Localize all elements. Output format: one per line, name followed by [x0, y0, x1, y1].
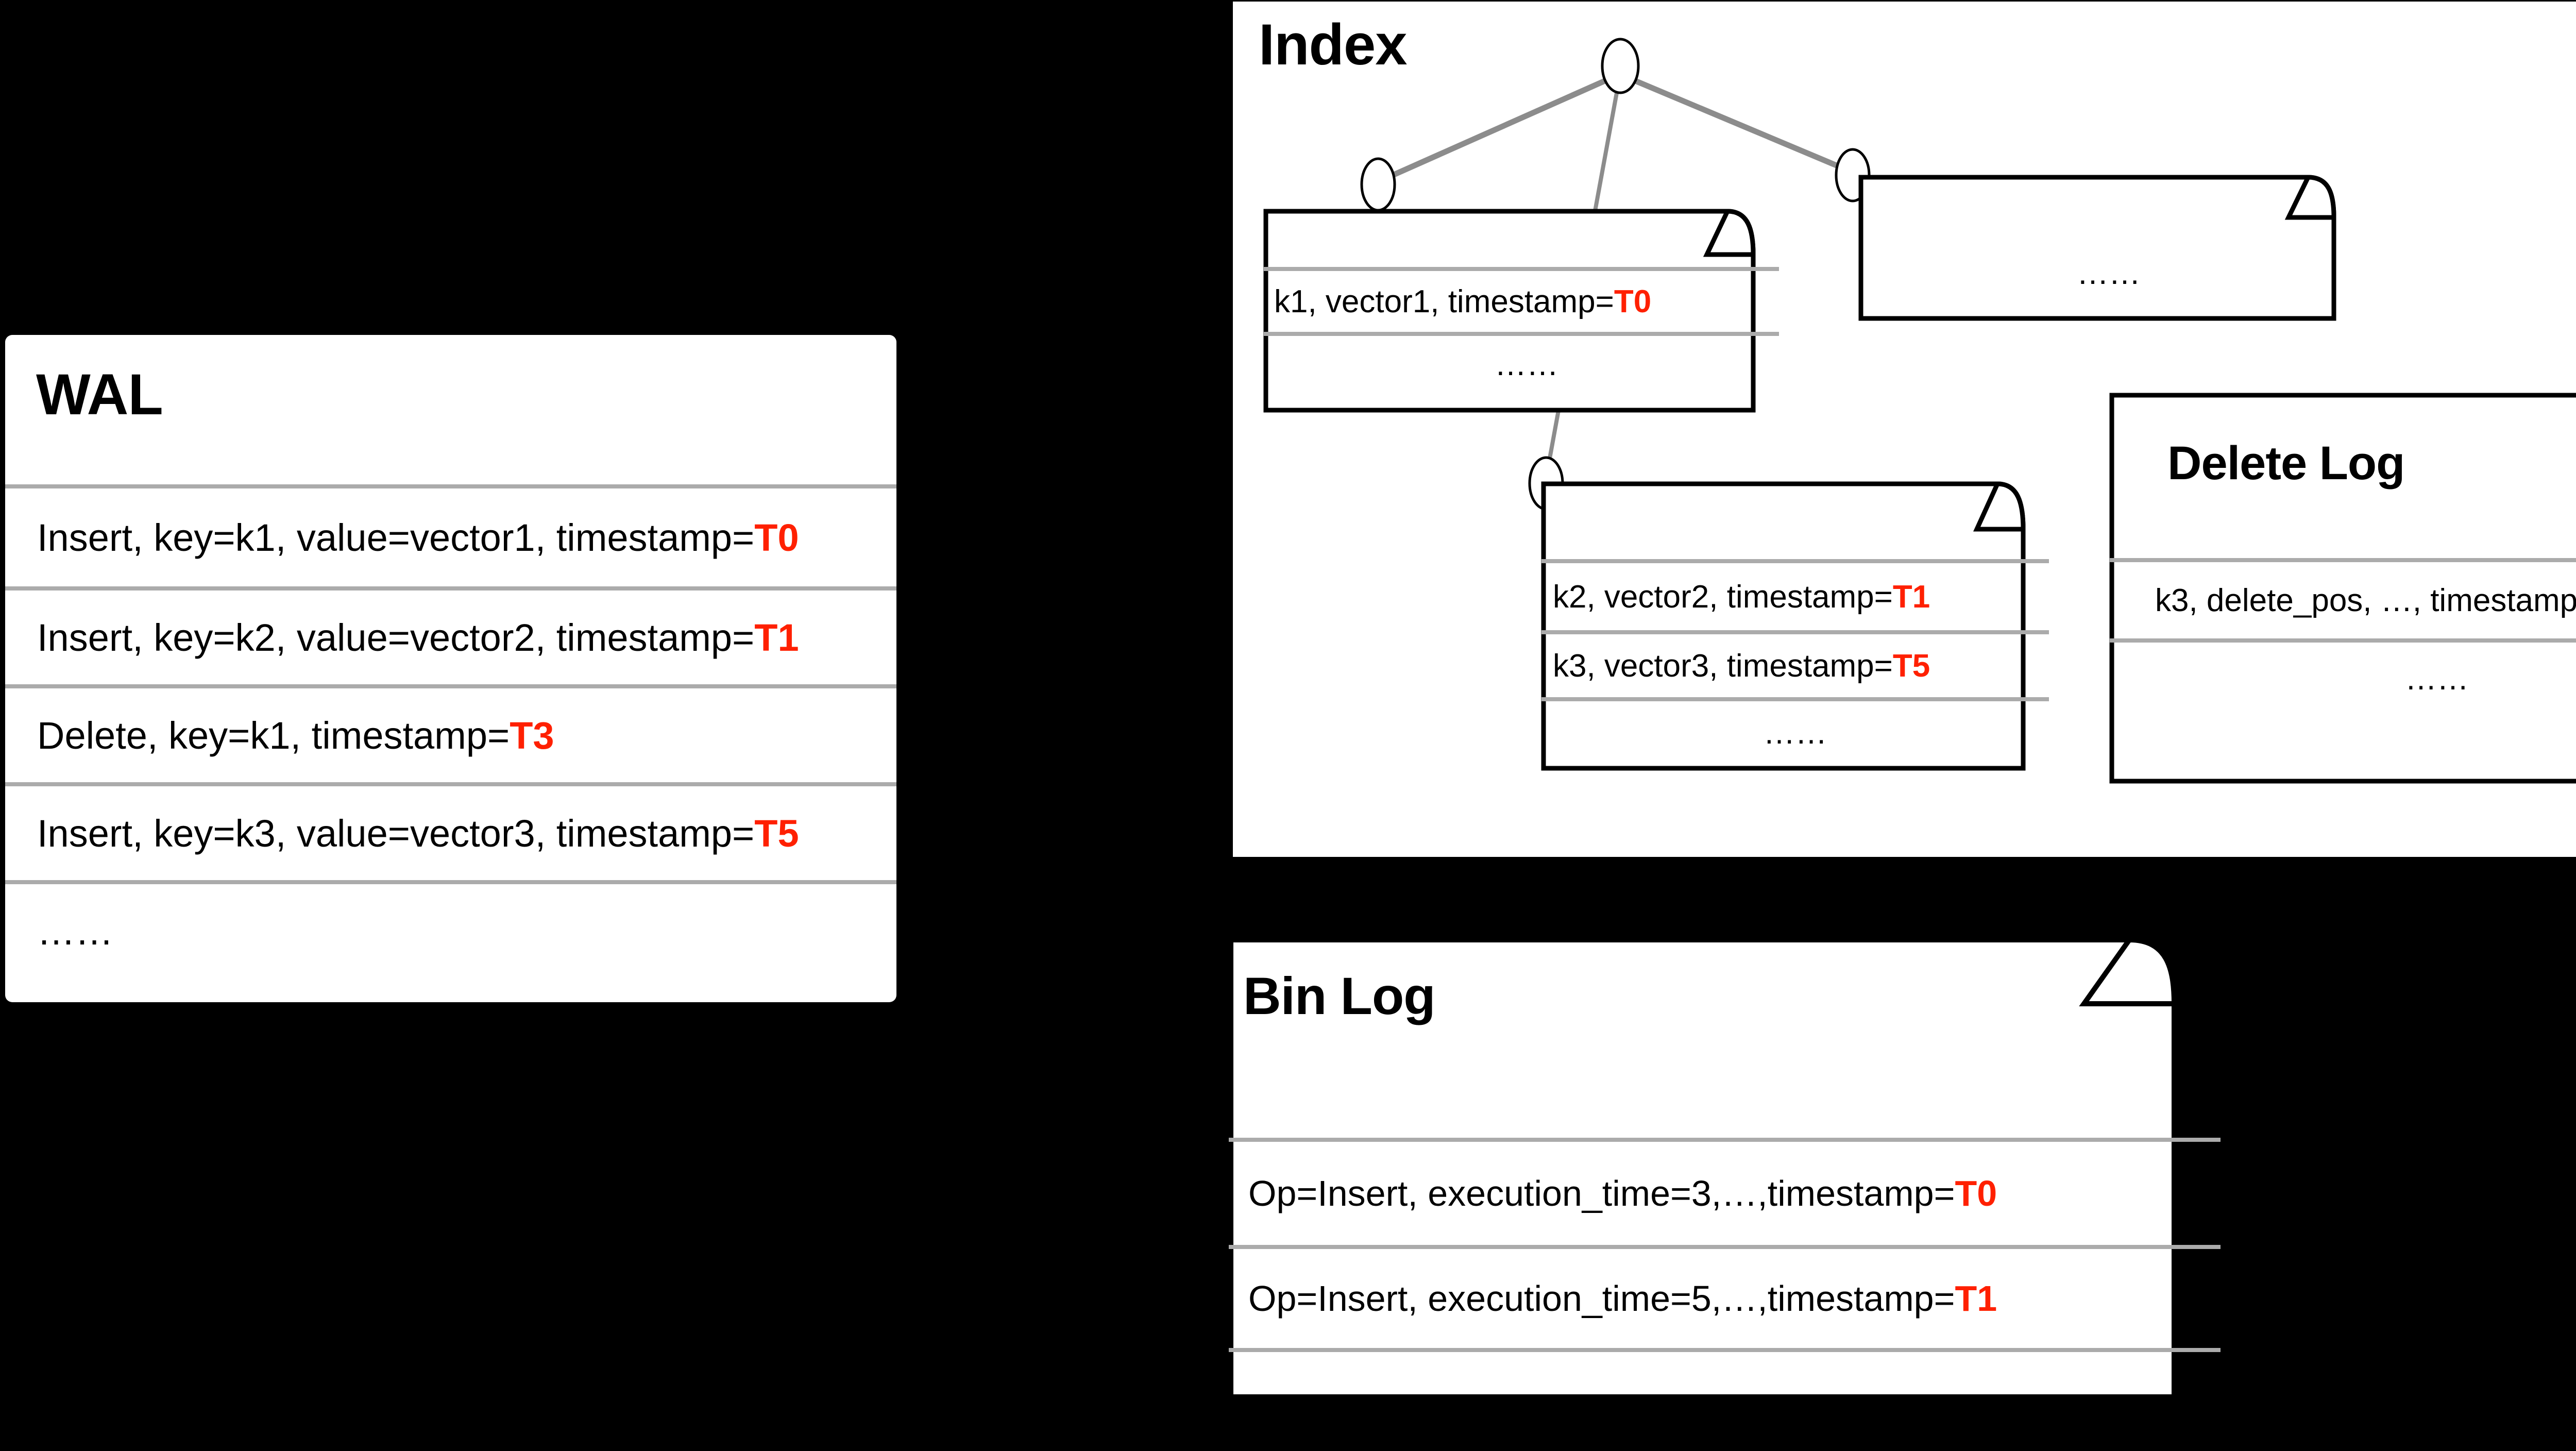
ellipsis-text: …… — [2077, 255, 2141, 291]
k1-row-timestamp: T0 — [1614, 283, 1652, 319]
bin-log-title: Bin Log — [1243, 967, 1436, 1025]
index-segment-doc-k2-k3: k2, vector2, timestamp=T1 k3, vector3, t… — [1541, 481, 2049, 771]
index-segment-doc-k1: k1, vector1, timestamp=T0 …… — [1263, 209, 1779, 413]
k23-row-text: k3, vector3, timestamp= — [1553, 648, 1893, 684]
delete-log-row: k3, delete_pos, …, timestamp=T3 — [2110, 562, 2576, 638]
bin-log-row: Op=Insert, execution_time=5,…,timestamp=… — [1229, 1245, 2221, 1348]
delete-log-row-list: k3, delete_pos, …, timestamp=T3 …… — [2110, 558, 2576, 715]
index-segment-doc-blank: …… — [1858, 175, 2359, 321]
bin-log-row: Op=Insert, execution_time=3,…,timestamp=… — [1229, 1142, 2221, 1245]
k23-row: k3, vector3, timestamp=T5 — [1541, 630, 2049, 697]
delete-log-row-ellipsis: …… — [2110, 638, 2576, 715]
delete-log-panel: Delete Log k3, delete_pos, …, timestamp=… — [2109, 393, 2576, 784]
bin-log-row-timestamp: T0 — [1955, 1173, 1997, 1213]
k23-row-list: k2, vector2, timestamp=T1 k3, vector3, t… — [1541, 559, 2049, 764]
k1-row: k1, vector1, timestamp=T0 — [1264, 271, 1779, 332]
bin-log-row-list: Op=Insert, execution_time=3,…,timestamp=… — [1229, 1138, 2221, 1451]
bin-log-row-ellipsis: …… — [1229, 1348, 2221, 1451]
ellipsis-text: …… — [37, 909, 113, 953]
ellipsis-text: …… — [1495, 346, 1558, 382]
wal-row: Insert, key=k1, value=vector1, timestamp… — [5, 488, 896, 586]
ellipsis-text: …… — [2405, 661, 2469, 697]
blank-doc-row-list: …… — [1859, 242, 2359, 304]
tree-left-child-node[interactable] — [1358, 156, 1399, 213]
wal-row: Insert, key=k3, value=vector3, timestamp… — [5, 782, 896, 880]
wal-row-text: Insert, key=k2, value=vector2, timestamp… — [37, 616, 755, 659]
wal-row-list: Insert, key=k1, value=vector1, timestamp… — [5, 484, 896, 978]
wal-row-text: Delete, key=k1, timestamp= — [37, 714, 510, 757]
document-shape-with-fold — [2109, 393, 2576, 784]
wal-title: WAL — [36, 362, 163, 427]
bin-log-panel: Bin Log Op=Insert, execution_time=3,…,ti… — [1228, 937, 2221, 1422]
document-shape-with-fold — [1858, 175, 2336, 321]
document-shape-with-fold — [1263, 209, 1756, 413]
wal-row-timestamp: T0 — [754, 516, 799, 559]
wal-row-timestamp: T5 — [754, 812, 799, 855]
bin-log-row-timestamp: T1 — [1955, 1278, 1997, 1319]
wal-row-timestamp: T1 — [754, 616, 799, 659]
wal-row-text: Insert, key=k3, value=vector3, timestamp… — [37, 812, 755, 855]
tree-root-node[interactable] — [1600, 38, 1641, 94]
ellipsis-text: …… — [1763, 715, 1827, 751]
k23-row: k2, vector2, timestamp=T1 — [1541, 563, 2049, 630]
k23-row-text: k2, vector2, timestamp= — [1553, 579, 1893, 615]
wal-row: Delete, key=k1, timestamp=T3 — [5, 684, 896, 782]
bin-log-row-text: Op=Insert, execution_time=3,…,timestamp= — [1248, 1173, 1955, 1213]
wal-row-timestamp: T3 — [510, 714, 554, 757]
wal-row: Insert, key=k2, value=vector2, timestamp… — [5, 586, 896, 684]
wal-row-text: Insert, key=k1, value=vector1, timestamp… — [37, 516, 755, 559]
k23-row-ellipsis: …… — [1541, 697, 2049, 764]
k1-row-text: k1, vector1, timestamp= — [1274, 283, 1614, 319]
wal-panel: WAL Insert, key=k1, value=vector1, times… — [5, 335, 896, 1002]
wal-row-ellipsis: …… — [5, 880, 896, 978]
blank-doc-row-ellipsis: …… — [1859, 242, 2359, 304]
document-shape-with-fold — [1228, 937, 2177, 1399]
ellipsis-text: …… — [1248, 1381, 1320, 1422]
k1-row-ellipsis: …… — [1264, 332, 1779, 393]
index-title: Index — [1259, 12, 1408, 77]
k1-row-list: k1, vector1, timestamp=T0 …… — [1264, 267, 1779, 393]
bin-log-row-text: Op=Insert, execution_time=5,…,timestamp= — [1248, 1278, 1955, 1319]
k23-row-timestamp: T1 — [1892, 579, 1930, 615]
delete-log-title: Delete Log — [2167, 437, 2405, 490]
k23-row-timestamp: T5 — [1892, 648, 1930, 684]
delete-log-row-text: k3, delete_pos, …, timestamp= — [2155, 582, 2576, 618]
